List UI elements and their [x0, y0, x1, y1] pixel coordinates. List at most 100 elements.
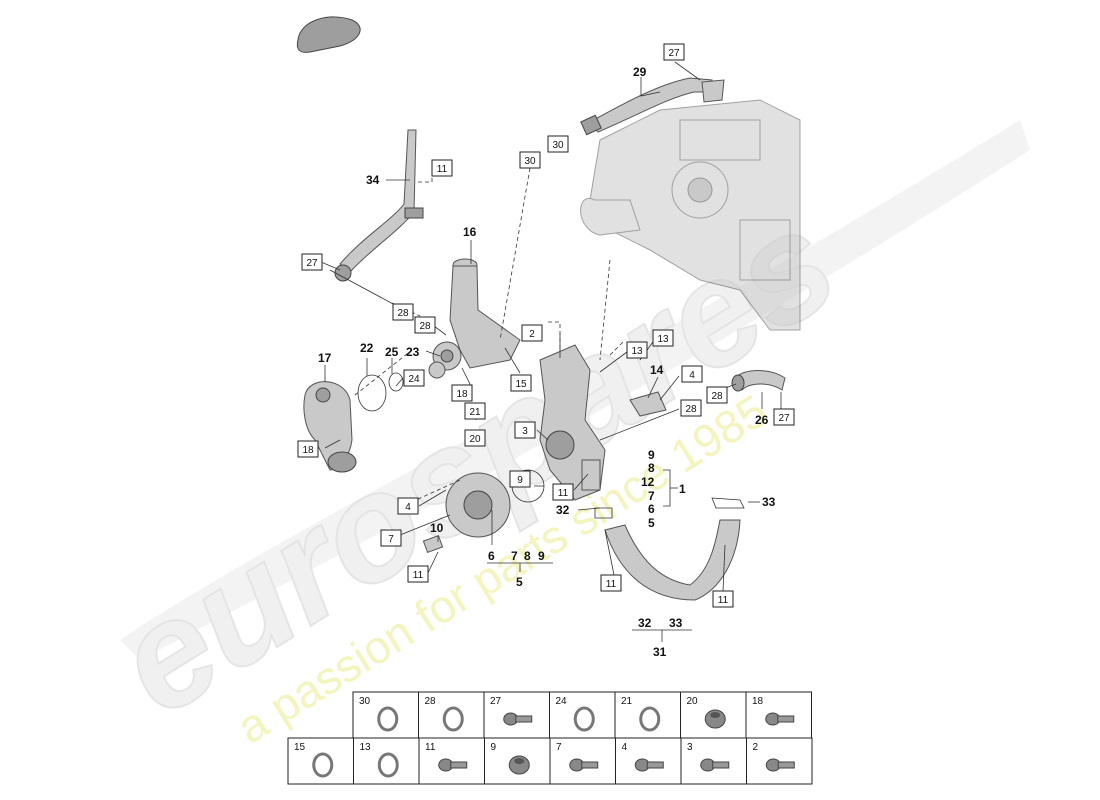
ref-box-text: 4 — [689, 370, 695, 381]
ref-box-b9: 9 — [509, 470, 531, 488]
flange-bolt-icon — [765, 712, 795, 726]
ref-box-frame — [407, 565, 429, 583]
callout-23: 23 — [406, 345, 420, 359]
nut-icon — [704, 709, 726, 729]
ref-box-text: 11 — [606, 579, 617, 590]
legend-cell-frame — [549, 737, 616, 785]
thermostat-housing-16 — [428, 258, 521, 379]
ref-box-b15: 15 — [510, 374, 532, 392]
ref-box-text: 11 — [558, 488, 569, 499]
callout-numbers: 34 29 16 17 22 25 23 14 26 10 33 32 1 5 … — [318, 65, 776, 659]
callout-1: 1 — [679, 482, 686, 496]
ref-box-text: 18 — [456, 389, 468, 400]
ref-box-text: 4 — [405, 502, 411, 513]
ref-box-b11b: 11 — [552, 483, 574, 501]
ref-box-frame — [773, 408, 795, 426]
ref-box-frame — [397, 497, 419, 515]
row-9: 9 — [538, 549, 545, 563]
ref-box-text: 28 — [397, 308, 409, 319]
ref-box-text: 27 — [778, 413, 790, 424]
ref-box-text: 30 — [552, 140, 564, 151]
legend-cell-number: 24 — [556, 696, 568, 707]
ref-box-text: 7 — [388, 534, 394, 545]
legend-cell-number: 20 — [687, 696, 699, 707]
ref-box-text: 28 — [419, 321, 431, 332]
ref-box-frame — [706, 386, 728, 404]
ref-box-frame — [297, 440, 319, 458]
ref-box-b13a: 13 — [652, 329, 674, 347]
callout-25: 25 — [385, 345, 399, 359]
ref-box-b27c: 27 — [773, 408, 795, 426]
callout-29: 29 — [633, 65, 647, 79]
legend-cell: 4 — [615, 737, 682, 785]
ref-box-text: 28 — [711, 391, 723, 402]
ref-box-b24: 24 — [403, 369, 425, 387]
coolant-pipe-34 — [334, 129, 424, 282]
legend-cell-number: 30 — [359, 696, 371, 707]
stack-5: 5 — [648, 516, 655, 530]
ref-box-b18a: 18 — [451, 384, 473, 402]
legend-cell-number: 3 — [687, 742, 693, 753]
ref-box-b11d: 11 — [600, 574, 622, 592]
legend-cell-frame — [745, 691, 812, 739]
coolant-pipe-29 — [580, 77, 725, 136]
ref-box-frame — [403, 369, 425, 387]
callout-34: 34 — [366, 173, 380, 187]
ref-box-text: 11 — [718, 595, 729, 606]
pipe-26 — [731, 370, 786, 392]
legend-cell-frame — [418, 737, 485, 785]
ref-box-frame — [451, 384, 473, 402]
flange-bolt-icon — [700, 758, 730, 772]
callout-26: 26 — [755, 413, 769, 427]
callout-31: 31 — [653, 645, 667, 659]
ref-box-b18b: 18 — [297, 440, 319, 458]
ref-box-b7: 7 — [380, 529, 402, 547]
legend-cell: 3 — [680, 737, 747, 785]
pair-32: 32 — [638, 616, 652, 630]
legend-cell: 21 — [614, 691, 681, 739]
legend-cell: 27 — [483, 691, 550, 739]
callout-22: 22 — [360, 341, 374, 355]
ref-box-frame — [380, 529, 402, 547]
ref-box-frame — [509, 470, 531, 488]
ref-box-b11a: 11 — [431, 159, 453, 177]
flange-bolt-icon — [569, 758, 599, 772]
ref-box-b21: 21 — [464, 402, 486, 420]
legend-cell: 2 — [746, 737, 813, 785]
ref-box-frame — [510, 374, 532, 392]
ref-box-text: 2 — [529, 329, 535, 340]
ref-box-b30a: 30 — [547, 135, 569, 153]
ref-box-b28a: 28 — [392, 303, 414, 321]
legend-cell: 20 — [680, 691, 747, 739]
pump-body — [539, 344, 667, 501]
ref-box-frame — [652, 329, 674, 347]
callout-16: 16 — [463, 225, 477, 239]
callout-5: 5 — [516, 575, 523, 589]
ref-box-b20: 20 — [464, 429, 486, 447]
legend-cell: 24 — [549, 691, 616, 739]
bolt-icon — [503, 712, 533, 726]
legend-cell-frame — [746, 737, 813, 785]
flange-bolt-icon — [438, 758, 468, 772]
row-6: 6 — [488, 549, 495, 563]
ref-box-frame — [464, 402, 486, 420]
stack-7: 7 — [648, 489, 655, 503]
ring-icon — [639, 706, 661, 732]
legend-cell-number: 11 — [425, 742, 436, 753]
ref-box-frame — [663, 43, 685, 61]
ref-box-frame — [431, 159, 453, 177]
ref-box-text: 24 — [408, 374, 420, 385]
ref-box-text: 21 — [469, 407, 481, 418]
legend-cell: 9 — [484, 737, 551, 785]
ref-box-text: 28 — [685, 404, 697, 415]
flange-bolt-icon — [765, 758, 795, 772]
legend-cell-number: 27 — [490, 696, 502, 707]
ref-box-b28b: 28 — [414, 316, 436, 334]
legend-cell-number: 2 — [753, 742, 759, 753]
stack-9: 9 — [648, 448, 655, 462]
ref-box-b4b: 4 — [397, 497, 419, 515]
flange-bolt-icon — [634, 758, 664, 772]
ref-box-text: 18 — [302, 445, 314, 456]
